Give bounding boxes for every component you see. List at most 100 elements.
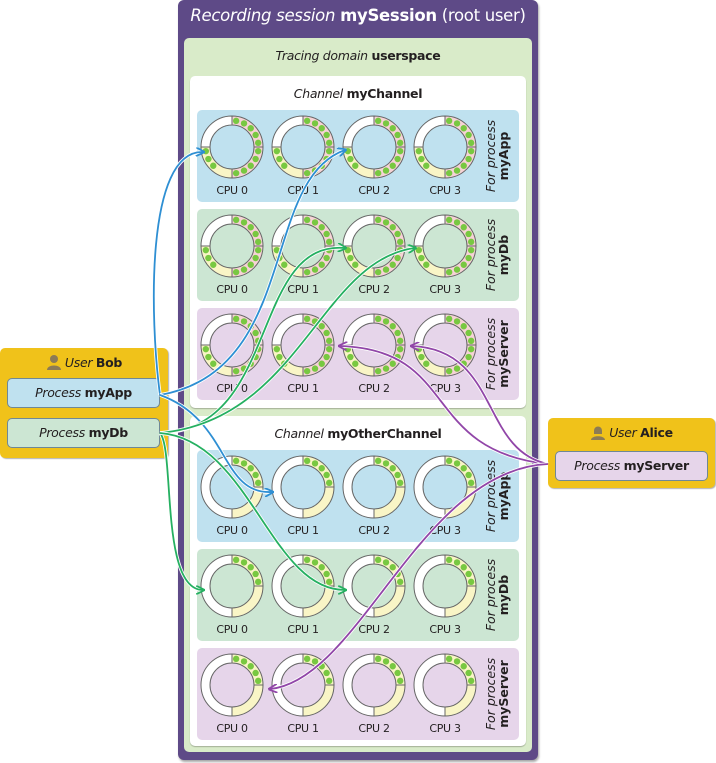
event-record — [202, 246, 210, 254]
event-record — [423, 162, 430, 169]
sub-buffer — [271, 554, 304, 618]
event-record — [467, 345, 475, 353]
sub-buffer — [302, 684, 335, 717]
sub-buffer — [373, 486, 406, 519]
event-record — [453, 365, 461, 372]
process-myapp[interactable]: Process myApp — [7, 378, 160, 408]
event-record — [396, 238, 404, 246]
event-record — [232, 117, 240, 125]
sub-buffer — [271, 115, 304, 148]
event-record — [240, 167, 248, 174]
cpu-ring-buffer: CPU 3 — [413, 114, 477, 200]
event-record — [396, 345, 404, 353]
sub-buffer — [444, 684, 477, 717]
cpu-label: CPU 2 — [358, 283, 390, 296]
event-record — [232, 457, 240, 465]
event-record — [394, 570, 401, 578]
event-record — [460, 125, 467, 132]
sub-buffer — [271, 653, 304, 717]
event-record — [374, 457, 382, 465]
event-record — [247, 360, 254, 367]
event-record — [318, 323, 325, 330]
event-record — [460, 162, 467, 169]
cpu-ring-buffer: CPU 2 — [342, 213, 406, 299]
recording-session: Recording session mySession (root user) … — [178, 0, 538, 760]
process-myserver[interactable]: Process myServer — [555, 451, 708, 481]
event-record — [445, 556, 453, 564]
event-record — [311, 266, 319, 273]
event-record — [311, 318, 319, 325]
sub-buffer — [413, 214, 446, 247]
event-record — [374, 655, 382, 663]
channel-title: Channel myOtherChannel — [274, 426, 442, 441]
event-record — [325, 345, 333, 353]
cpu-label: CPU 1 — [287, 382, 319, 395]
event-record — [232, 268, 240, 276]
sub-buffer — [200, 115, 233, 148]
event-record — [303, 655, 311, 663]
event-record — [202, 147, 210, 155]
event-record — [467, 147, 475, 155]
event-record — [445, 117, 453, 125]
event-record — [382, 365, 390, 372]
event-record — [394, 669, 401, 677]
event-record — [453, 559, 461, 566]
event-record — [460, 224, 467, 231]
sub-buffer — [200, 214, 233, 247]
cpu-ring-buffer: CPU 2 — [342, 553, 406, 639]
event-record — [318, 162, 325, 169]
event-record — [240, 219, 248, 226]
event-record — [467, 246, 475, 254]
event-record — [453, 460, 461, 467]
event-record — [232, 655, 240, 663]
cpu-label: CPU 0 — [216, 382, 248, 395]
event-record — [445, 315, 453, 323]
event-record — [347, 353, 354, 361]
event-record — [453, 219, 461, 226]
event-record — [240, 266, 248, 273]
event-record — [423, 261, 430, 268]
event-record — [323, 471, 330, 479]
event-record — [254, 139, 262, 147]
event-record — [303, 117, 311, 125]
cpu-ring-buffer: CPU 1 — [271, 553, 335, 639]
event-record — [344, 147, 352, 155]
event-record — [394, 471, 401, 479]
event-record — [323, 230, 330, 238]
tracing-domain: Tracing domain userspace Channel myChann… — [184, 38, 532, 752]
event-record — [445, 457, 453, 465]
sub-buffer — [271, 313, 304, 346]
event-record — [254, 246, 262, 254]
sub-buffer — [342, 214, 375, 247]
cpu-label: CPU 2 — [358, 524, 390, 537]
event-record — [276, 353, 283, 361]
event-record — [347, 155, 354, 163]
cpu-label: CPU 1 — [287, 623, 319, 636]
cpu-label: CPU 1 — [287, 283, 319, 296]
cpu-ring-buffer: CPU 1 — [271, 213, 335, 299]
event-record — [323, 155, 330, 163]
cpu-ring-buffer: CPU 1 — [271, 652, 335, 738]
user-bob: User Bob Process myApp Process myDb — [0, 348, 168, 458]
event-record — [247, 323, 254, 330]
sub-buffer — [413, 313, 446, 346]
event-record — [467, 479, 475, 487]
event-record — [382, 266, 390, 273]
event-record — [303, 216, 311, 224]
event-record — [396, 147, 404, 155]
event-record — [465, 669, 472, 677]
sub-buffer — [302, 486, 335, 519]
event-record — [323, 329, 330, 337]
process-mydb[interactable]: Process myDb — [7, 418, 160, 448]
event-record — [210, 162, 217, 169]
event-record — [318, 261, 325, 268]
event-record — [318, 360, 325, 367]
cpu-label: CPU 2 — [358, 184, 390, 197]
